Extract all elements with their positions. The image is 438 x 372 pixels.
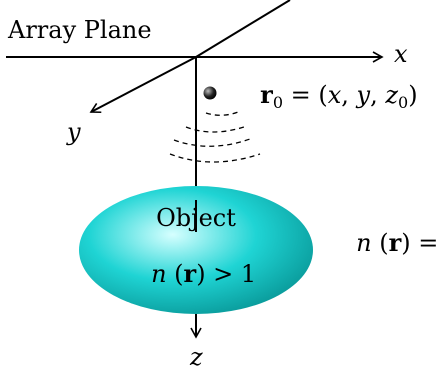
z-axis-label: z: [189, 343, 203, 371]
object-n: n: [151, 260, 166, 288]
outside-n: n: [356, 229, 371, 257]
object-label: Object: [156, 204, 236, 232]
source-r-symbol: r: [260, 80, 273, 109]
object-ellipse: [79, 186, 313, 314]
x-axis-label: x: [394, 40, 408, 68]
source-close: ): [408, 81, 417, 109]
source-x: x: [328, 81, 342, 109]
wave-arc-1: [205, 111, 239, 116]
wave-arc-4: [169, 153, 261, 163]
source-z-subscript: 0: [398, 93, 408, 112]
object-close: ) > 1: [196, 260, 256, 288]
source-point: [203, 86, 217, 100]
source-equals: = (: [283, 81, 328, 109]
outside-open: (: [372, 229, 389, 257]
outside-index-equation: n (r) = 1: [318, 228, 438, 257]
object-open: (: [167, 260, 184, 288]
wave-arcs: [169, 111, 261, 163]
source-z: z: [384, 81, 398, 109]
source-r-subscript: 0: [273, 93, 283, 112]
source-y: y: [356, 81, 371, 109]
outside-r: r: [389, 228, 402, 257]
object-index-equation: n (r) > 1: [113, 259, 279, 288]
array-plane-label: Array Plane: [7, 16, 152, 44]
source-sep2: ,: [370, 81, 385, 109]
y-axis: [89, 56, 197, 114]
y-axis-label: y: [66, 118, 81, 146]
outside-close: ) = 1: [401, 229, 438, 257]
source-sep1: ,: [341, 81, 356, 109]
source-position-equation: r0 = (x, y, z0): [222, 80, 438, 112]
array-plane-line: [195, 0, 291, 58]
wave-arc-3: [173, 138, 251, 147]
wave-arc-2: [185, 126, 245, 133]
object-r: r: [184, 259, 197, 288]
